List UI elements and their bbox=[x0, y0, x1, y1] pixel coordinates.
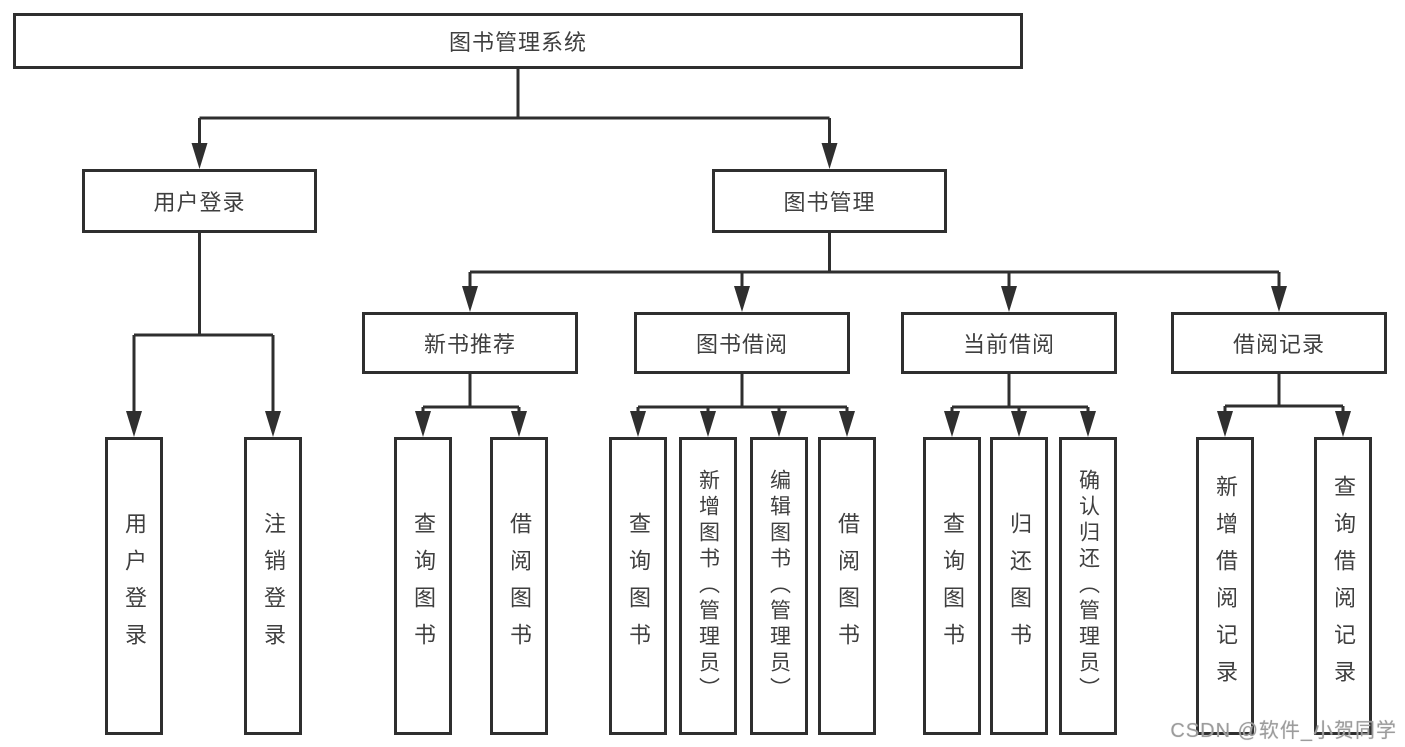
node-book-management: 图书管理 bbox=[712, 169, 947, 233]
leaf-query-books-borrow-label: 查询图书 bbox=[626, 512, 651, 660]
leaf-query-books-recommend: 查询图书 bbox=[394, 437, 452, 735]
leaf-user-login-label: 用户登录 bbox=[122, 512, 147, 660]
node-root-label: 图书管理系统 bbox=[448, 30, 587, 55]
node-root: 图书管理系统 bbox=[13, 13, 1023, 69]
leaf-query-borrow-record: 查询借阅记录 bbox=[1314, 437, 1372, 735]
csdn-watermark: CSDN @软件_小贺同学 bbox=[1170, 720, 1397, 742]
node-current-borrowing-label: 当前借阅 bbox=[962, 332, 1055, 357]
leaf-query-books-current: 查询图书 bbox=[923, 437, 981, 735]
leaf-query-books-borrow: 查询图书 bbox=[609, 437, 667, 735]
leaf-edit-book-admin: 编辑图书（管理员） bbox=[750, 437, 808, 735]
leaf-logout-label: 注销登录 bbox=[261, 512, 286, 660]
leaf-confirm-return-admin: 确认归还（管理员） bbox=[1059, 437, 1117, 735]
leaf-add-borrow-record-label: 新增借阅记录 bbox=[1213, 475, 1238, 697]
node-book-borrowing-label: 图书借阅 bbox=[695, 332, 788, 357]
leaf-add-borrow-record: 新增借阅记录 bbox=[1196, 437, 1254, 735]
leaf-query-books-current-label: 查询图书 bbox=[940, 512, 965, 660]
leaf-add-book-admin: 新增图书（管理员） bbox=[679, 437, 737, 735]
node-borrowing-records-label: 借阅记录 bbox=[1232, 332, 1325, 357]
leaf-borrow-books-label: 借阅图书 bbox=[835, 512, 860, 660]
node-book-management-label: 图书管理 bbox=[783, 190, 876, 215]
leaf-query-borrow-record-label: 查询借阅记录 bbox=[1331, 475, 1356, 697]
node-borrowing-records: 借阅记录 bbox=[1171, 312, 1387, 374]
node-user-login: 用户登录 bbox=[82, 169, 317, 233]
node-current-borrowing: 当前借阅 bbox=[901, 312, 1117, 374]
leaf-user-login: 用户登录 bbox=[105, 437, 163, 735]
leaf-return-book-label: 归还图书 bbox=[1007, 512, 1032, 660]
node-book-borrowing: 图书借阅 bbox=[634, 312, 850, 374]
leaf-logout: 注销登录 bbox=[244, 437, 302, 735]
node-new-book-recommend-label: 新书推荐 bbox=[423, 332, 516, 357]
leaf-add-book-admin-label: 新增图书（管理员） bbox=[696, 469, 720, 703]
leaf-borrow-books-recommend-label: 借阅图书 bbox=[507, 512, 532, 660]
node-user-login-label: 用户登录 bbox=[153, 190, 246, 215]
leaf-return-book: 归还图书 bbox=[990, 437, 1048, 735]
leaf-borrow-books: 借阅图书 bbox=[818, 437, 876, 735]
leaf-borrow-books-recommend: 借阅图书 bbox=[490, 437, 548, 735]
leaf-edit-book-admin-label: 编辑图书（管理员） bbox=[767, 469, 791, 703]
leaf-confirm-return-admin-label: 确认归还（管理员） bbox=[1076, 469, 1100, 703]
leaf-query-books-recommend-label: 查询图书 bbox=[411, 512, 436, 660]
node-new-book-recommend: 新书推荐 bbox=[362, 312, 578, 374]
